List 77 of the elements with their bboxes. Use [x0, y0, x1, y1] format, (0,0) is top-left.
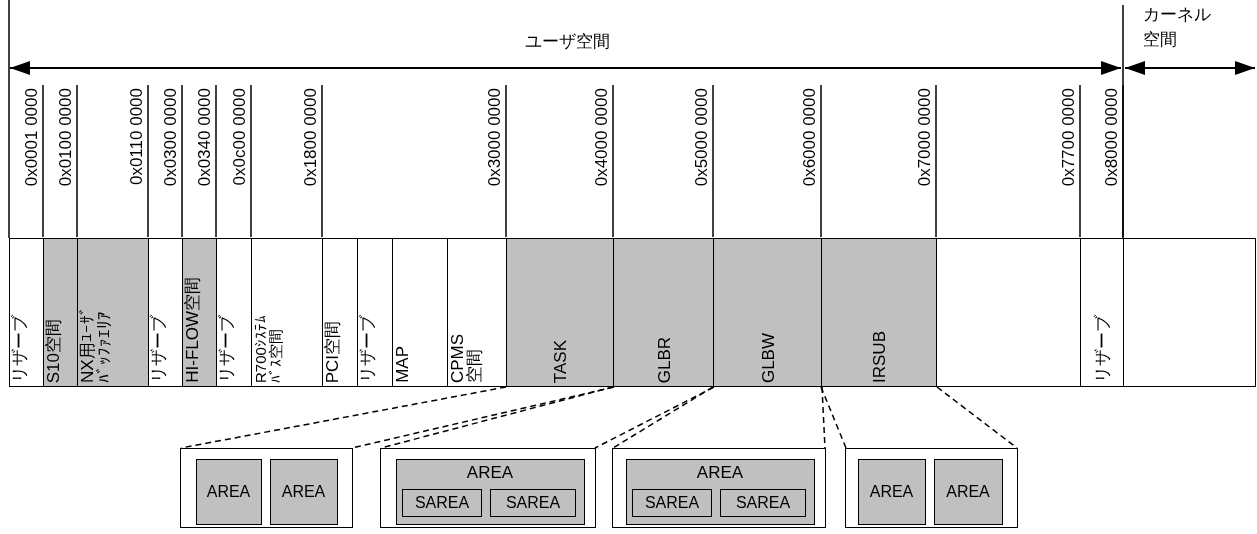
- cell-label: CPMS空間: [449, 332, 483, 383]
- memory-cell: [216, 238, 252, 387]
- area-box: [933, 458, 1003, 525]
- leader-line: [612, 386, 714, 449]
- memory-cell: [251, 238, 323, 387]
- address-label: 0x0100 0000: [57, 88, 74, 187]
- address-label: 0x0c00 0000: [231, 88, 248, 186]
- area-label: AREA: [868, 482, 915, 501]
- address-label: 0x7000 0000: [916, 88, 933, 187]
- address-label: 0x3000 0000: [486, 88, 503, 187]
- cell-label: リザーブ: [1093, 315, 1111, 383]
- cell-label: IRSUB: [870, 331, 888, 383]
- area-label: SAREA: [413, 494, 471, 512]
- expansion-box: [612, 448, 826, 528]
- cell-label: R700ｼｽﾃﾑﾊﾞｽ空間: [253, 314, 283, 383]
- cell-label: リザーブ: [359, 315, 376, 383]
- cell-label: リザーブ: [150, 315, 167, 383]
- cell-label: GLBW: [759, 332, 776, 383]
- area-box: [632, 489, 712, 517]
- cell-label: TASK: [551, 339, 569, 383]
- area-box: [625, 458, 815, 525]
- cell-label: NX用ﾕｰｻﾞﾊﾞｯﾌｧｴﾘｱ: [79, 305, 113, 383]
- memory-cell: [43, 238, 78, 387]
- area-label: AREA: [695, 462, 745, 483]
- area-label: AREA: [945, 482, 991, 501]
- area-label: SAREA: [734, 494, 792, 512]
- cell-label: GLBR: [655, 336, 672, 383]
- region-label: カーネル空間: [1143, 4, 1212, 51]
- expansion-box: [180, 448, 353, 528]
- area-label: AREA: [205, 482, 252, 501]
- memory-cell: [1080, 238, 1124, 387]
- address-label: 0x6000 0000: [801, 88, 818, 187]
- leader-line: [594, 386, 715, 449]
- area-box: [402, 489, 482, 517]
- area-box: [269, 458, 338, 525]
- memory-cell: [322, 238, 358, 387]
- memory-cell: [713, 238, 822, 387]
- memory-cell: [357, 238, 393, 387]
- area-box: [195, 458, 262, 525]
- memory-cell: [182, 238, 217, 387]
- area-box: [395, 458, 585, 525]
- address-label: 0x4000 0000: [593, 88, 610, 187]
- memory-cell: [936, 238, 1081, 387]
- address-label: 0x5000 0000: [693, 88, 710, 187]
- memory-cell: [392, 238, 448, 387]
- address-label: 0x0110 0000: [128, 88, 145, 186]
- cell-label: PCI空間: [324, 320, 341, 383]
- memory-cell: [1123, 238, 1256, 387]
- cell-label: S10空間: [45, 318, 62, 383]
- address-label: 0x7700 0000: [1060, 88, 1077, 187]
- memory-cell: [9, 238, 44, 387]
- memory-cell: [613, 238, 714, 387]
- area-box: [720, 489, 806, 517]
- address-label: 0x0340 0000: [196, 88, 213, 187]
- area-label: SAREA: [504, 494, 562, 512]
- area-label: AREA: [280, 482, 327, 501]
- address-label: 0x1800 0000: [302, 88, 319, 187]
- area-label: SAREA: [643, 494, 701, 512]
- memory-cell: [447, 238, 507, 387]
- address-label: 0x8000 0000: [1103, 88, 1120, 187]
- expansion-box: [380, 448, 596, 528]
- cell-label: HI-FLOW空間: [184, 277, 201, 383]
- area-box: [857, 458, 926, 525]
- area-label: AREA: [465, 462, 515, 483]
- expansion-box: [845, 448, 1018, 528]
- memory-cell: [148, 238, 183, 387]
- region-label: ユーザ空間: [525, 31, 610, 53]
- cell-label: リザーブ: [11, 315, 28, 383]
- cell-label: MAP: [394, 346, 411, 383]
- leader-line: [820, 386, 847, 449]
- memory-cell: [77, 238, 149, 387]
- memory-cell: [506, 238, 614, 387]
- memory-cell: [821, 238, 937, 387]
- address-label: 0x0001 0000: [23, 88, 40, 187]
- cell-label: リザーブ: [218, 315, 235, 383]
- area-box: [490, 489, 576, 517]
- address-label: 0x0300 0000: [162, 88, 179, 187]
